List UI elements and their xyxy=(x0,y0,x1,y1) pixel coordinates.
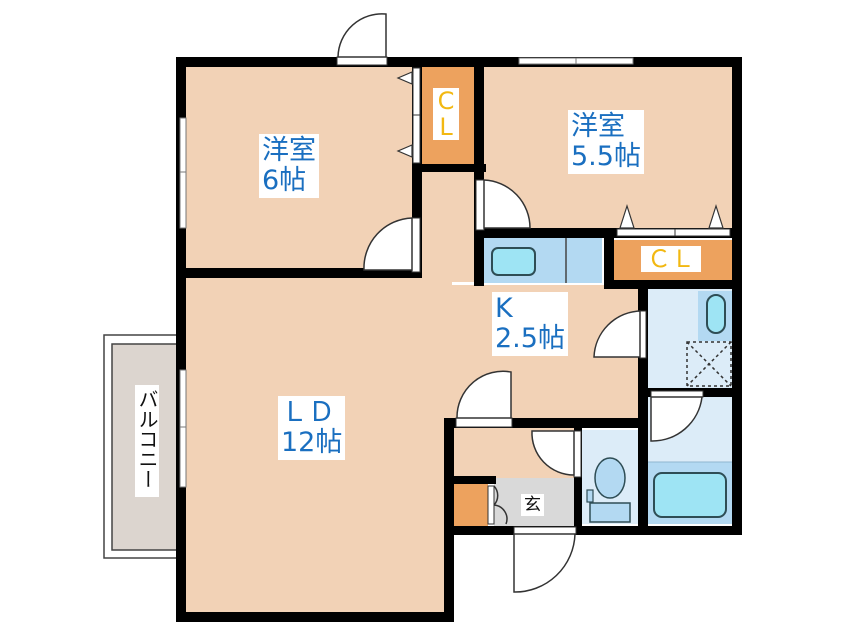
closet-2-label: ＣＬ xyxy=(641,246,701,272)
kitchen-label: K 2.5帖 xyxy=(492,292,568,356)
western-room-1-size: 6帖 xyxy=(262,165,307,196)
closet-door-markers xyxy=(396,71,724,229)
western-room-1-label: 洋室 6帖 xyxy=(259,134,319,198)
kitchen-counter xyxy=(484,236,602,283)
washroom xyxy=(648,289,732,392)
closet-1-label: C L xyxy=(433,88,459,140)
kitchen-size: 2.5帖 xyxy=(495,323,565,354)
balcony-label-text: バルコニー xyxy=(135,389,159,489)
kitchen-name: K xyxy=(495,293,513,324)
closet-1-label-l: L xyxy=(439,113,453,141)
western-room-1-name: 洋室 xyxy=(262,135,316,166)
western-room-2-size: 5.5帖 xyxy=(571,141,641,172)
entrance-label: 玄 xyxy=(521,494,544,516)
entrance-shoe-closet xyxy=(454,484,488,526)
balcony-label: バルコニー xyxy=(135,385,159,497)
balcony xyxy=(103,334,185,559)
living-dining-label: ＬＤ 12帖 xyxy=(278,396,346,460)
toilet-room xyxy=(582,430,638,524)
closet-1-label-c: C xyxy=(437,87,455,115)
hallway-floor xyxy=(416,172,484,282)
living-dining-name: ＬＤ xyxy=(281,397,335,428)
western-room-2-label: 洋室 5.5帖 xyxy=(568,110,644,174)
western-room-2-name: 洋室 xyxy=(571,111,625,142)
living-dining-size: 12帖 xyxy=(281,427,343,458)
doors xyxy=(336,13,731,593)
windows xyxy=(179,57,634,488)
